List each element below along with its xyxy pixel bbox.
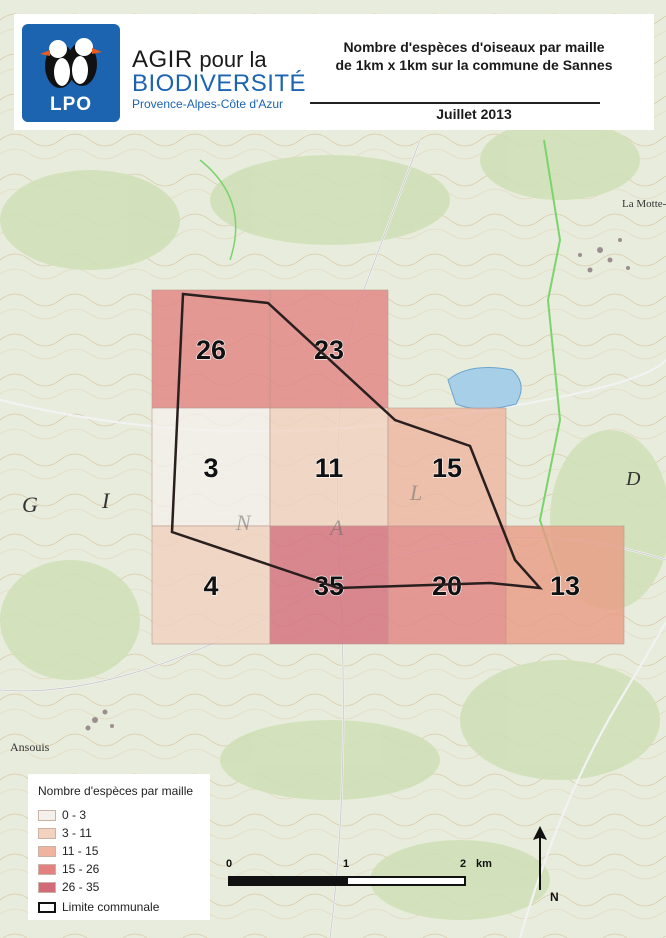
grid-cell: [387, 407, 507, 527]
legend-boundary-item: Limite communale: [38, 900, 159, 914]
north-label: N: [550, 890, 559, 904]
grid-cell: [269, 289, 389, 409]
legend-item: 11 - 15: [38, 844, 98, 858]
grid-cell: [505, 525, 625, 645]
north-arrow-icon: [533, 826, 547, 890]
legend-boundary-label: Limite communale: [62, 900, 160, 914]
legend-panel: Nombre d'espèces par maille 0 - 3 3 - 11…: [28, 774, 210, 920]
scale-unit: km: [476, 858, 492, 870]
grid-cell: [269, 407, 389, 527]
place-label-ansouis: Ansouis: [10, 740, 50, 754]
grid-cell-count: 4: [203, 571, 218, 601]
map-title: Nombre d'espèces d'oiseaux par maille de…: [296, 38, 652, 74]
map-letter: N: [235, 510, 252, 535]
lpo-logo: LPO: [22, 24, 120, 122]
map-letter: L: [409, 480, 422, 505]
legend-swatch: [38, 845, 56, 857]
legend-swatch: [38, 863, 56, 875]
grid-cell-count: 13: [550, 571, 580, 601]
scale-tick-0: 0: [226, 858, 233, 870]
scale-tick-2: 2: [460, 858, 467, 870]
brand-agir: AGIR: [132, 46, 193, 73]
legend-label: 3 - 11: [62, 826, 92, 840]
brand-region: Provence-Alpes-Côte d'Azur: [132, 97, 284, 111]
brand-pour: pour la: [199, 47, 267, 72]
legend-label: 15 - 26: [62, 862, 100, 876]
boundary-swatch: [38, 901, 56, 913]
grid-cell: [151, 289, 271, 409]
grid-cell-count: 3: [203, 453, 218, 483]
legend-item: 3 - 11: [38, 826, 92, 840]
scale-tick-1: 1: [343, 858, 350, 870]
brand-block: AGIR pour la BIODIVERSITÉ Provence-Alpes…: [132, 48, 306, 112]
grid-cell-count: 26: [196, 335, 226, 365]
legend-swatch: [38, 809, 56, 821]
map-letter-g: G: [22, 492, 38, 517]
map-letter-d: D: [626, 468, 641, 490]
place-label-la-motte: La Motte-d'Ai: [622, 198, 666, 210]
legend-item: 0 - 3: [38, 808, 86, 822]
map-date: Juillet 2013: [436, 106, 512, 122]
grid-cell: [151, 407, 271, 527]
legend-swatch: [38, 827, 56, 839]
grid-cell-count: 15: [432, 453, 462, 483]
brand-biodiversite: BIODIVERSITÉ: [132, 70, 307, 97]
legend-label: 26 - 35: [62, 880, 100, 894]
legend-title: Nombre d'espèces par maille: [38, 784, 194, 798]
map-letter: A: [328, 515, 344, 540]
title-divider: [310, 102, 600, 104]
legend-swatch: [38, 881, 56, 893]
grid-cell-count: 11: [315, 453, 344, 483]
commune-boundary: [170, 292, 544, 590]
header-panel: LPO AGIR pour la BIODIVERSITÉ Provence-A…: [14, 14, 654, 130]
legend-label: 11 - 15: [62, 844, 99, 858]
puffin-icon: [40, 38, 102, 88]
legend-label: 0 - 3: [62, 808, 87, 822]
map-letter-i: I: [102, 488, 110, 513]
logo-label: LPO: [49, 94, 93, 115]
title-line2: de 1km x 1km sur la commune de Sannes: [335, 57, 613, 73]
scale-bar-segment: [230, 878, 348, 884]
title-line1: Nombre d'espèces d'oiseaux par maille: [343, 39, 605, 55]
legend-item: 15 - 26: [38, 862, 99, 876]
legend-item: 26 - 35: [38, 880, 99, 894]
scale-bar: [228, 876, 466, 886]
